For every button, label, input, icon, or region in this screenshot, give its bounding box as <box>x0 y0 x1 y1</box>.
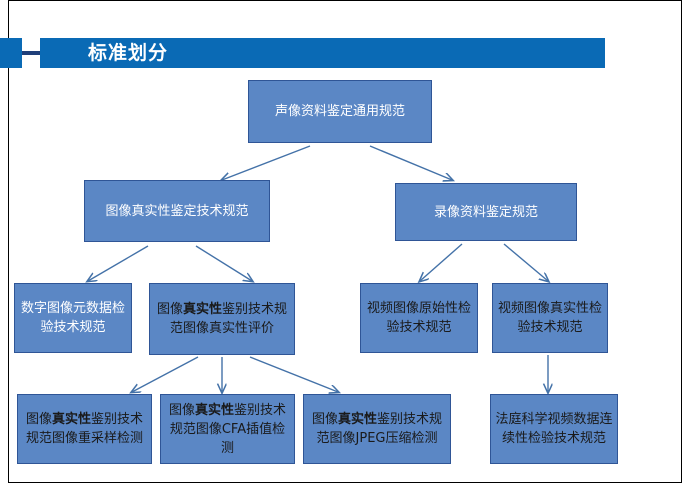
node-video-original-label: 视频图像原始性检验技术规范 <box>366 301 471 335</box>
node-video-spec[interactable]: 录像资料鉴定规范 <box>395 183 577 241</box>
node-forensic-video-label: 法庭科学视频数据连续性检验技术规范 <box>495 412 613 446</box>
node-video-original[interactable]: 视频图像原始性检验技术规范 <box>360 283 478 353</box>
edge-imageauth-eval <box>195 245 252 281</box>
node-video-spec-label: 录像资料鉴定规范 <box>433 204 538 220</box>
edge-videospec-original <box>420 243 463 281</box>
page-title: 标准划分 <box>88 42 169 64</box>
edge-imageauth-digitalmeta <box>88 245 149 281</box>
title-bar <box>0 38 605 68</box>
node-digital-meta-label: 数字图像元数据检验技术规范 <box>20 301 125 335</box>
node-video-authentic-label: 视频图像真实性检验技术规范 <box>497 301 602 335</box>
node-resample[interactable]: 图像真实性鉴别技术规范图像重采样检测 <box>17 394 152 464</box>
node-image-auth-eval[interactable]: 图像真实性鉴别技术规范图像真实性评价 <box>149 283 295 355</box>
node-jpeg-label: 图像真实性鉴别技术规范图像JPEG压缩检测 <box>311 412 443 446</box>
node-cfa-label: 图像真实性鉴别技术规范图像CFA插值检测 <box>168 402 287 456</box>
node-jpeg[interactable]: 图像真实性鉴别技术规范图像JPEG压缩检测 <box>303 394 451 464</box>
node-resample-label: 图像真实性鉴别技术规范图像重采样检测 <box>25 412 144 446</box>
node-image-auth-eval-label: 图像真实性鉴别技术规范图像真实性评价 <box>156 302 288 336</box>
edge-root-image-auth <box>222 145 311 180</box>
node-cfa[interactable]: 图像真实性鉴别技术规范图像CFA插值检测 <box>160 394 295 464</box>
node-image-auth-label: 图像真实性鉴定技术规范 <box>105 203 249 219</box>
title-accent-line <box>22 51 40 55</box>
edge-videospec-authentic <box>503 243 548 281</box>
edge-eval-jpeg <box>249 356 338 392</box>
edge-root-video-spec <box>369 145 452 180</box>
node-video-authentic[interactable]: 视频图像真实性检验技术规范 <box>492 283 608 353</box>
edge-eval-resample <box>132 356 199 392</box>
node-digital-meta[interactable]: 数字图像元数据检验技术规范 <box>14 283 132 353</box>
node-forensic-video[interactable]: 法庭科学视频数据连续性检验技术规范 <box>490 394 618 464</box>
title-bar-fill <box>40 38 605 68</box>
node-image-auth[interactable]: 图像真实性鉴定技术规范 <box>84 180 270 242</box>
title-accent-square <box>0 38 22 68</box>
node-root[interactable]: 声像资料鉴定通用规范 <box>248 80 432 143</box>
node-root-label: 声像资料鉴定通用规范 <box>274 104 405 119</box>
